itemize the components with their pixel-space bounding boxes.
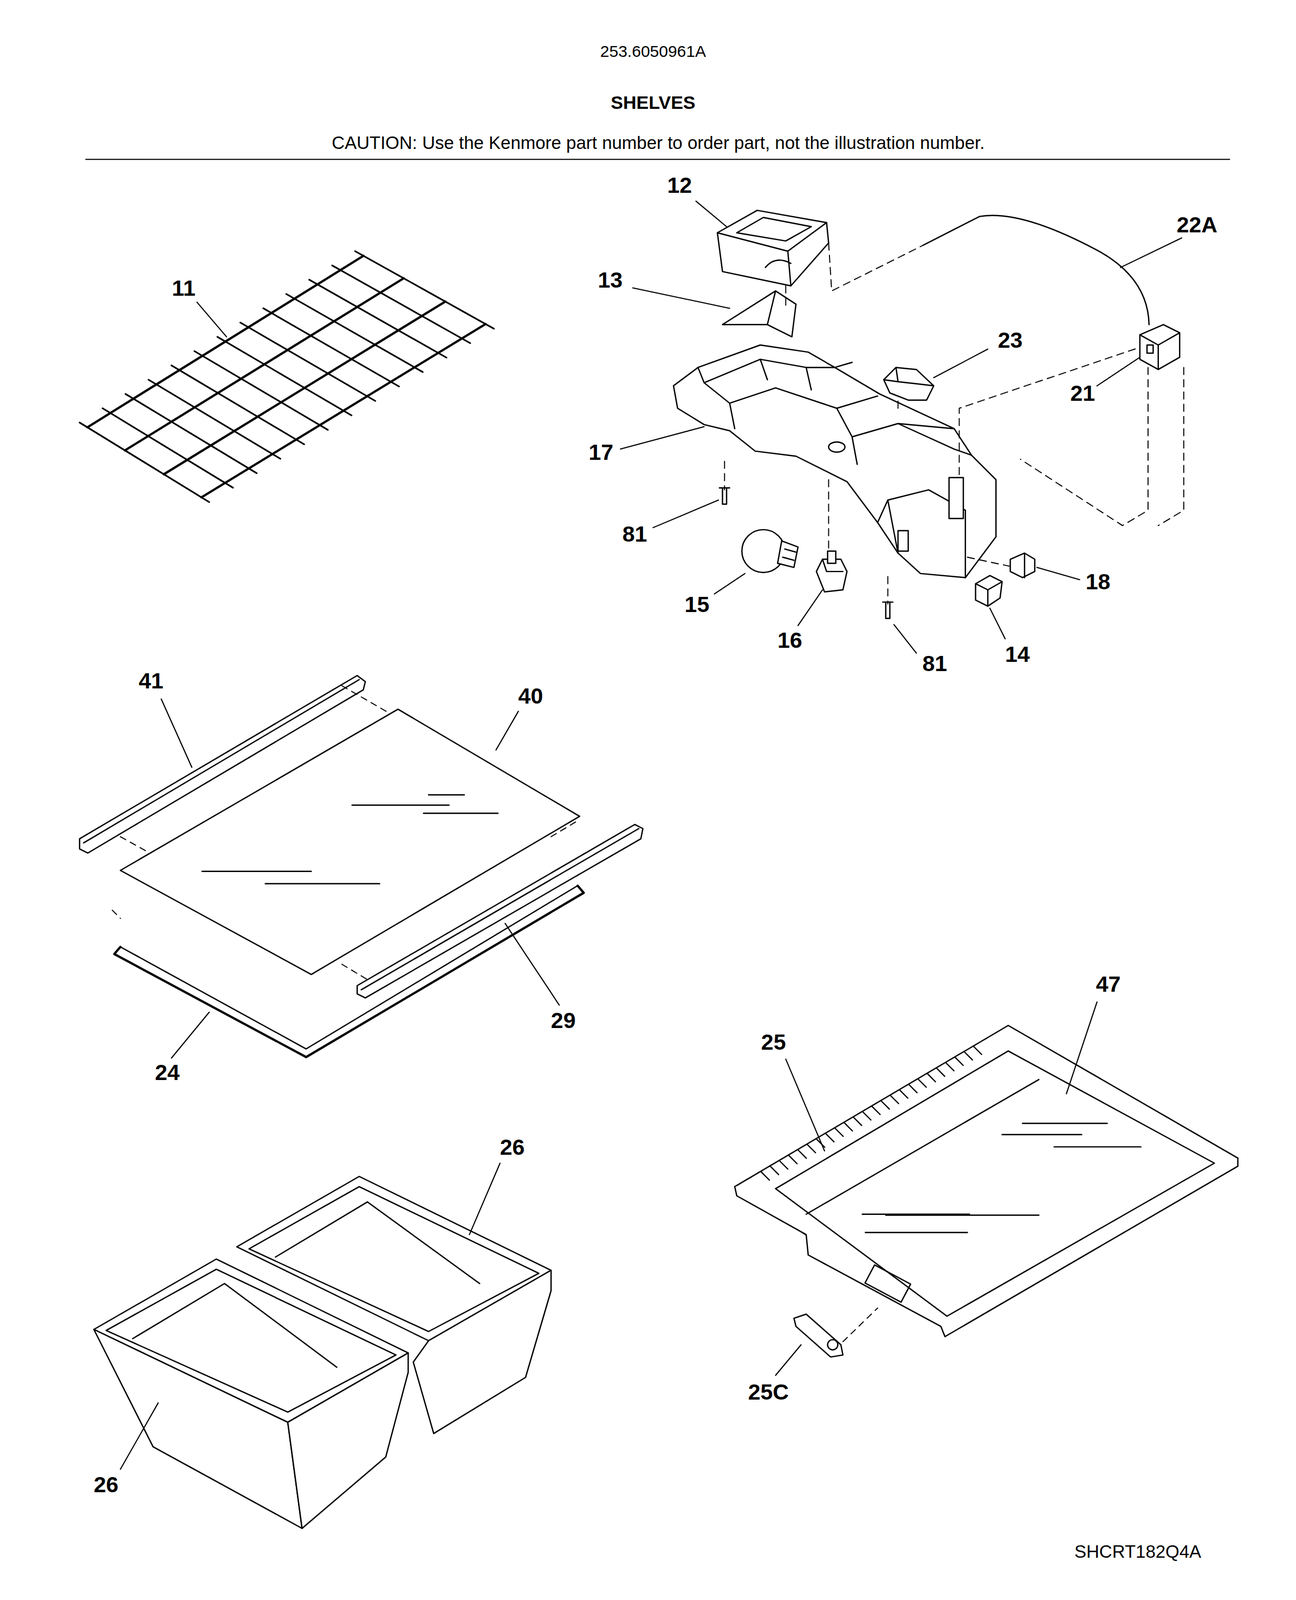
callout-number: 15: [684, 592, 710, 618]
callout-number: 12: [667, 173, 693, 198]
callout-number: 25: [761, 1030, 787, 1055]
figure-code: SHCRT182Q4A: [1074, 1542, 1202, 1563]
callout-number: 18: [1085, 570, 1111, 595]
callout-number: 25C: [748, 1380, 789, 1405]
callout-number: 41: [138, 669, 164, 695]
callout-number: 26: [500, 1135, 526, 1161]
document-number: 253.6050961A: [600, 42, 706, 61]
page-title: SHELVES: [610, 93, 696, 114]
callout-number: 11: [171, 276, 196, 301]
callout-number: 81: [922, 652, 948, 677]
callout-number: 23: [998, 328, 1023, 354]
callout-number: 22A: [1176, 213, 1218, 238]
callout-number: 26: [93, 1473, 119, 1499]
callout-number: 47: [1096, 972, 1121, 997]
callout-number: 17: [588, 441, 614, 466]
callout-number: 81: [622, 522, 648, 547]
callout-number: 29: [551, 1009, 576, 1034]
callout-number: 14: [1005, 643, 1030, 668]
callout-number: 24: [154, 1061, 180, 1086]
callout-number: 16: [777, 628, 803, 653]
callout-number: 13: [597, 268, 623, 293]
caution-note: CAUTION: Use the Kenmore part number to …: [331, 133, 985, 153]
callout-number: 40: [518, 684, 544, 710]
callout-number: 21: [1070, 381, 1096, 406]
